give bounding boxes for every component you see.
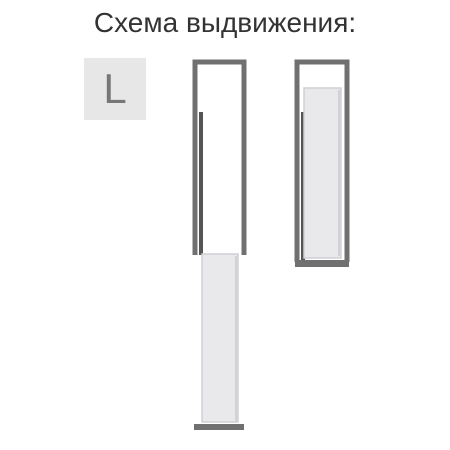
- retracted-cabinet-frame: [294, 59, 350, 262]
- retracted-inner-rail: [301, 112, 305, 260]
- extended-base-plate: [194, 424, 244, 430]
- extended-unit: [192, 59, 247, 430]
- extended-drawer-insert: [201, 253, 239, 423]
- extended-inner-rail: [199, 112, 203, 255]
- retracted-drawer-insert: [303, 87, 342, 259]
- badge-letter: L: [103, 65, 127, 112]
- retracted-base-plate: [295, 260, 349, 267]
- extended-cabinet-frame: [192, 59, 247, 255]
- side-badge: L: [84, 58, 146, 120]
- page-title: Схема выдвижения:: [93, 7, 357, 38]
- retracted-unit: [294, 59, 350, 267]
